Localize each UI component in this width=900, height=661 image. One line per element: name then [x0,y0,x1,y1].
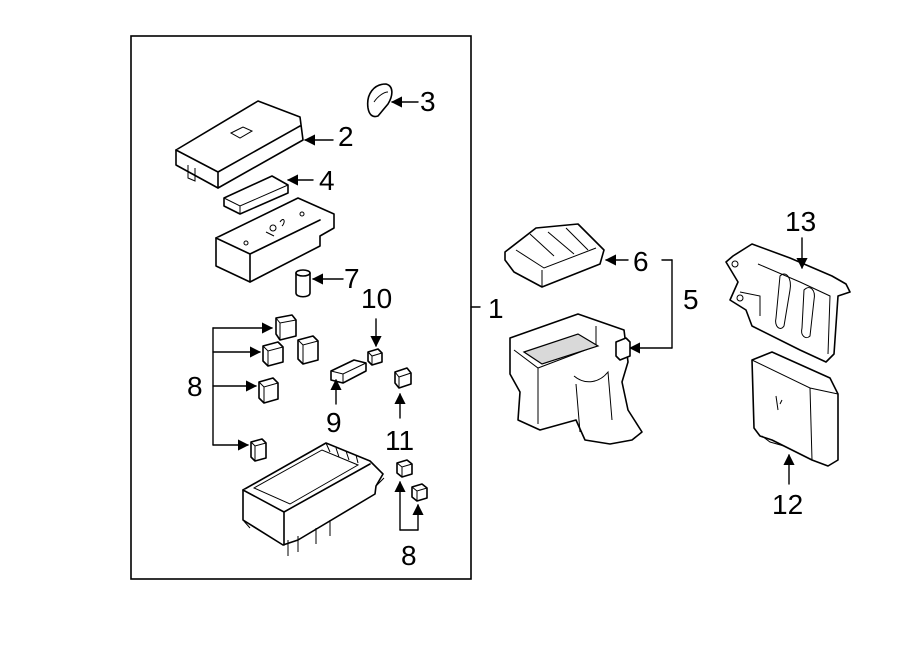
callout-7: 7 [344,263,360,294]
part-2-cover [175,100,304,189]
part-6-tray [504,223,605,288]
callout-4: 4 [319,165,335,196]
relay-2 [262,341,284,367]
callout-1: 1 [488,293,504,324]
leader-8-bottom [394,480,424,531]
callout-11: 11 [385,425,414,456]
part-4-label [223,175,289,215]
callout-2: 2 [338,121,354,152]
callout-8-bottom: 8 [401,540,417,571]
part-3-clip [366,83,393,118]
part-10-fuse [367,348,383,366]
callout-8-left: 8 [187,371,203,402]
relay-4 [258,377,279,404]
callout-5: 5 [683,284,699,315]
part-7-cap [295,269,311,298]
callout-3: 3 [420,86,436,117]
leader-5 [628,259,673,354]
part-13-bracket [725,243,851,363]
relay-5 [250,438,267,462]
callout-10: 10 [361,283,392,314]
relay-1 [275,314,297,341]
relay-6 [396,459,413,478]
fuse-block-top [215,197,335,283]
callout-12: 12 [772,489,803,520]
callout-13: 13 [785,206,816,237]
callout-6: 6 [633,246,649,277]
part-12-module [751,351,839,467]
callout-9: 9 [326,407,342,438]
leader-8-left [212,322,274,451]
fuse-box-body [242,442,385,556]
relay-3 [297,335,319,365]
relay-7 [411,483,428,502]
lower-housing [509,313,643,445]
part-11-fuse [394,367,412,389]
